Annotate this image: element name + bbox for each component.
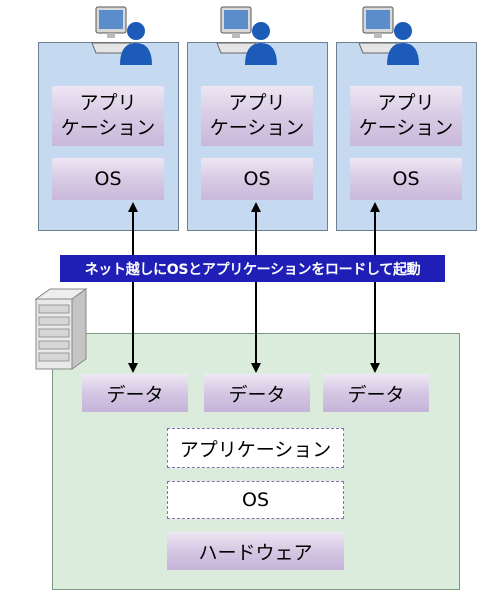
- server-app-layer: アプリケーション: [167, 428, 344, 468]
- server-data-1: データ: [82, 374, 188, 412]
- server-data-3: データ: [323, 374, 429, 412]
- pc-user-icon: [358, 6, 419, 65]
- client-3-app-layer: アプリ ケーション: [350, 86, 462, 146]
- server-rack-icon: [34, 288, 88, 370]
- pc-user-icon: [216, 6, 277, 65]
- client-3-os-layer: OS: [350, 158, 462, 200]
- server-os-layer: OS: [167, 481, 344, 519]
- server-hardware-layer: ハードウェア: [167, 532, 344, 570]
- server-data-2: データ: [204, 374, 310, 412]
- client-2-app-layer: アプリ ケーション: [201, 86, 313, 146]
- client-1-app-layer: アプリ ケーション: [52, 86, 164, 146]
- pc-user-icon: [91, 6, 152, 65]
- client-1-os-layer: OS: [52, 158, 164, 200]
- network-boot-banner: ネット越しにOSとアプリケーションをロードして起動: [60, 255, 445, 282]
- client-2-os-layer: OS: [201, 158, 313, 200]
